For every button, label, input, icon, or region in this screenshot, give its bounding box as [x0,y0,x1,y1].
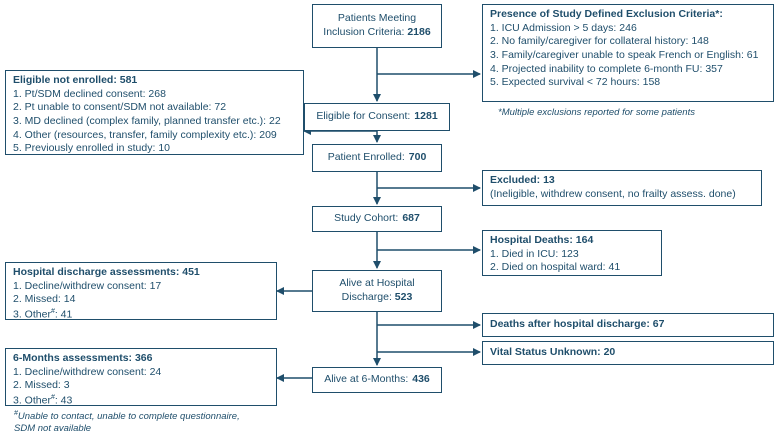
exclusion-item: 1. ICU Admission > 5 days: 246 [490,21,637,34]
hash-mark: # [50,307,55,315]
other-label: 3. Other [13,394,51,407]
six-month-assessments-box: 6-Months assessments: 366 1. Decline/wit… [5,348,277,406]
exclusion-item: 5. Expected survival < 72 hours: 158 [490,76,661,89]
not-enrolled-box: Eligible not enrolled: 581 1. Pt/SDM dec… [5,70,304,155]
deaths-after-title: Deaths after hospital discharge: 67 [490,318,665,331]
exclusion-item: 3. Family/caregiver unable to speak Fren… [490,48,759,61]
other-value: : 41 [54,308,73,321]
discharge-line1: Alive at Hospital [339,277,415,290]
exclusion-item: 2. No family/caregiver for collateral hi… [490,35,709,48]
cohort-value: 687 [402,212,420,225]
not-enrolled-item: 2. Pt unable to consent/SDM not availabl… [13,101,227,114]
six-month-assessments-item: 3. Other#: 43 [13,393,269,408]
not-enrolled-item: 4. Other (resources, transfer, family co… [13,128,277,141]
eligible-value: 1281 [414,110,438,123]
exclusion-item: 4. Projected inability to complete 6-mon… [490,62,723,75]
footnote: #Unable to contact, unable to complete q… [14,410,240,435]
enrolled-box: Patient Enrolled: 700 [312,144,442,172]
not-enrolled-item: 3. MD declined (complex family, planned … [13,114,281,127]
hash-mark: # [50,393,55,401]
inclusion-line2: Inclusion Criteria: [323,26,405,38]
discharge-assessments-item: 3. Other#: 41 [13,307,269,322]
exclusion-title: Presence of Study Defined Exclusion Crit… [490,8,723,20]
discharge-value: 523 [394,291,413,303]
eligible-label: Eligible for Consent: [316,110,411,123]
discharge-assessments-title: Hospital discharge assessments: 451 [13,266,200,278]
not-enrolled-item: 5. Previously enrolled in study: 10 [13,142,171,155]
six-months-label: Alive at 6-Months: [324,373,409,386]
other-value: : 43 [54,394,73,407]
discharge-box: Alive at Hospital Discharge: 523 [312,270,442,312]
inclusion-line1: Patients Meeting [337,12,417,25]
excluded-title: Excluded: 13 [490,174,555,186]
footnote-line1: Unable to contact, unable to complete qu… [17,411,240,423]
footnote-line2: SDM not available [14,423,92,435]
enrolled-label: Patient Enrolled: [327,151,405,164]
excluded-box: Excluded: 13 (Ineligible, withdrew conse… [482,170,762,206]
excluded-detail: (Ineligible, withdrew consent, no frailt… [490,187,736,200]
enrolled-value: 700 [408,151,427,164]
inclusion-box: Patients Meeting Inclusion Criteria: 218… [312,4,442,48]
hospital-deaths-item: 1. Died in ICU: 123 [490,247,579,260]
six-months-value: 436 [412,373,430,386]
cohort-label: Study Cohort: [334,212,399,225]
deaths-after-box: Deaths after hospital discharge: 67 [482,313,774,337]
six-month-assessments-item: 1. Decline/withdrew consent: 24 [13,365,162,378]
exclusion-box: Presence of Study Defined Exclusion Crit… [482,4,774,102]
discharge-assessments-box: Hospital discharge assessments: 451 1. D… [5,262,277,320]
six-months-box: Alive at 6-Months: 436 [312,367,442,393]
exclusion-note: *Multiple exclusions reported for some p… [498,107,695,118]
discharge-line2: Discharge: [341,291,392,303]
hospital-deaths-title: Hospital Deaths: 164 [490,234,594,246]
footnote-hash: # [14,410,18,417]
cohort-box: Study Cohort: 687 [312,206,442,232]
hospital-deaths-item: 2. Died on hospital ward: 41 [490,261,621,274]
not-enrolled-item: 1. Pt/SDM declined consent: 268 [13,87,166,100]
not-enrolled-title: Eligible not enrolled: 581 [13,74,138,86]
discharge-assessments-item: 2. Missed: 14 [13,293,76,306]
inclusion-value: 2186 [407,26,431,38]
vital-unknown-title: Vital Status Unknown: 20 [490,346,616,359]
other-label: 3. Other [13,308,51,321]
discharge-assessments-item: 1. Decline/withdrew consent: 17 [13,279,162,292]
six-month-assessments-title: 6-Months assessments: 366 [13,352,153,364]
vital-unknown-box: Vital Status Unknown: 20 [482,341,774,365]
six-month-assessments-item: 2. Missed: 3 [13,379,70,392]
hospital-deaths-box: Hospital Deaths: 164 1. Died in ICU: 123… [482,230,662,276]
eligible-box: Eligible for Consent: 1281 [304,103,450,131]
